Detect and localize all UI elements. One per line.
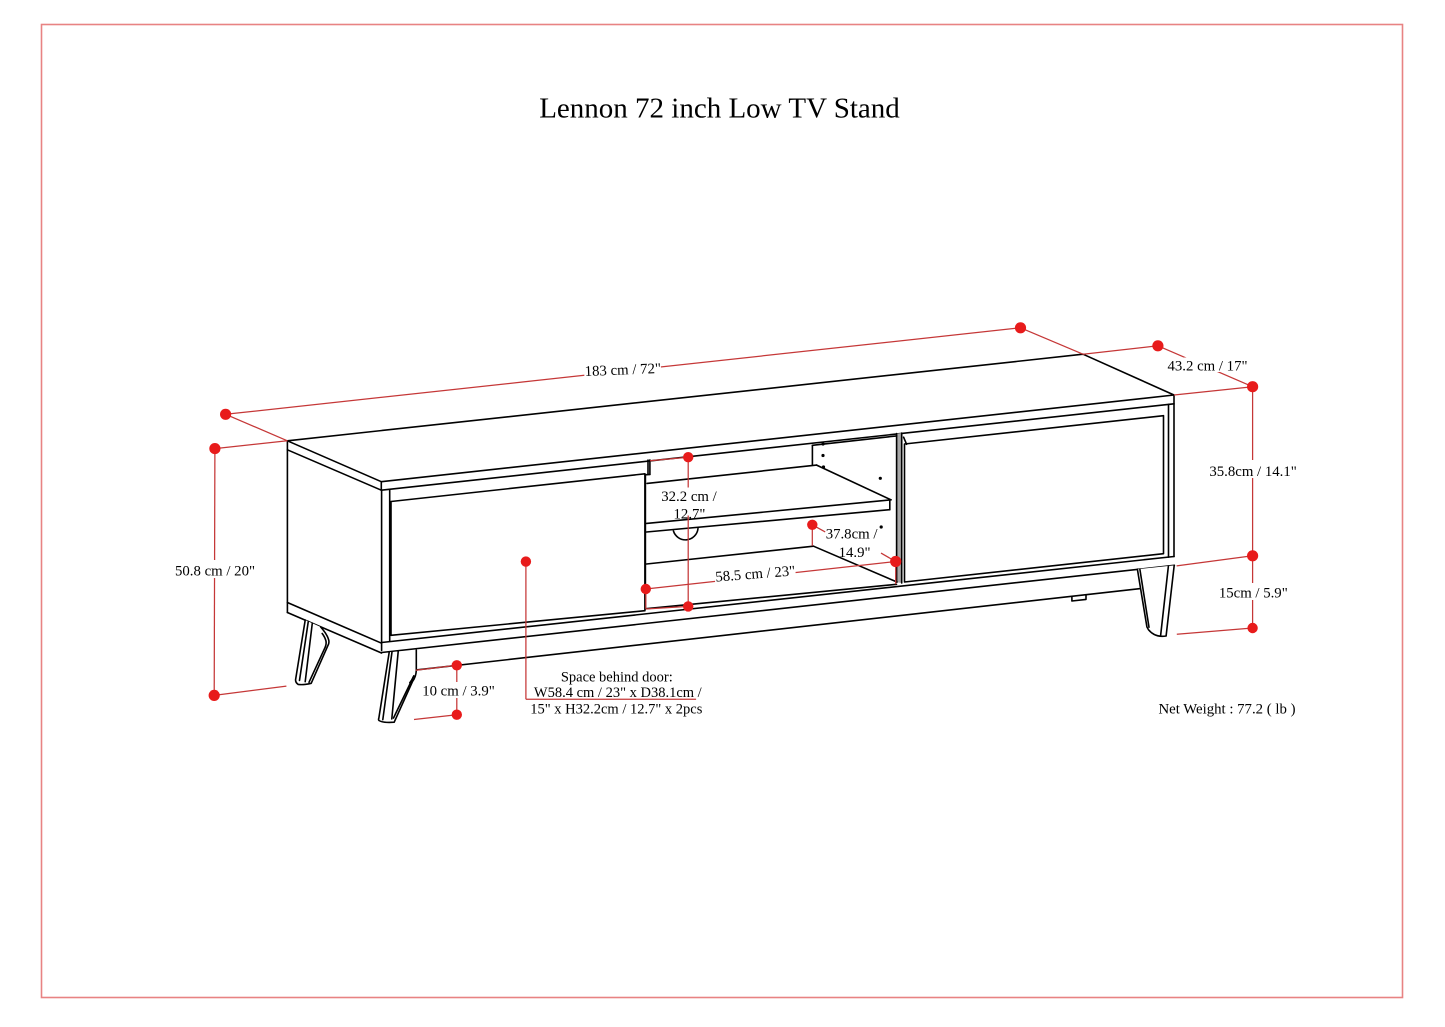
svg-text:10 cm / 3.9": 10 cm / 3.9" [422,684,495,700]
svg-text:43.2 cm / 17": 43.2 cm / 17" [1168,359,1248,375]
svg-text:15" x H32.2cm / 12.7" x 2pcs: 15" x H32.2cm / 12.7" x 2pcs [530,701,702,717]
svg-text:15cm / 5.9": 15cm / 5.9" [1219,586,1288,602]
svg-text:35.8cm / 14.1": 35.8cm / 14.1" [1209,464,1296,480]
svg-text:Lennon 72 inch Low TV Stand: Lennon 72 inch Low TV Stand [539,93,900,125]
svg-text:W58.4 cm / 23" x D38.1cm /: W58.4 cm / 23" x D38.1cm / [534,685,703,701]
svg-text:32.2 cm /: 32.2 cm / [661,489,717,505]
svg-text:Space behind door:: Space behind door: [561,669,673,685]
svg-text:Net Weight : 77.2 ( lb ): Net Weight : 77.2 ( lb ) [1158,702,1295,718]
svg-text:12.7": 12.7" [674,507,706,523]
svg-text:14.9": 14.9" [839,545,871,561]
svg-text:183 cm / 72": 183 cm / 72" [584,361,661,380]
svg-text:50.8 cm / 20": 50.8 cm / 20" [175,564,255,580]
svg-text:58.5 cm / 23": 58.5 cm / 23" [715,563,796,585]
svg-text:37.8cm /: 37.8cm / [826,527,879,543]
